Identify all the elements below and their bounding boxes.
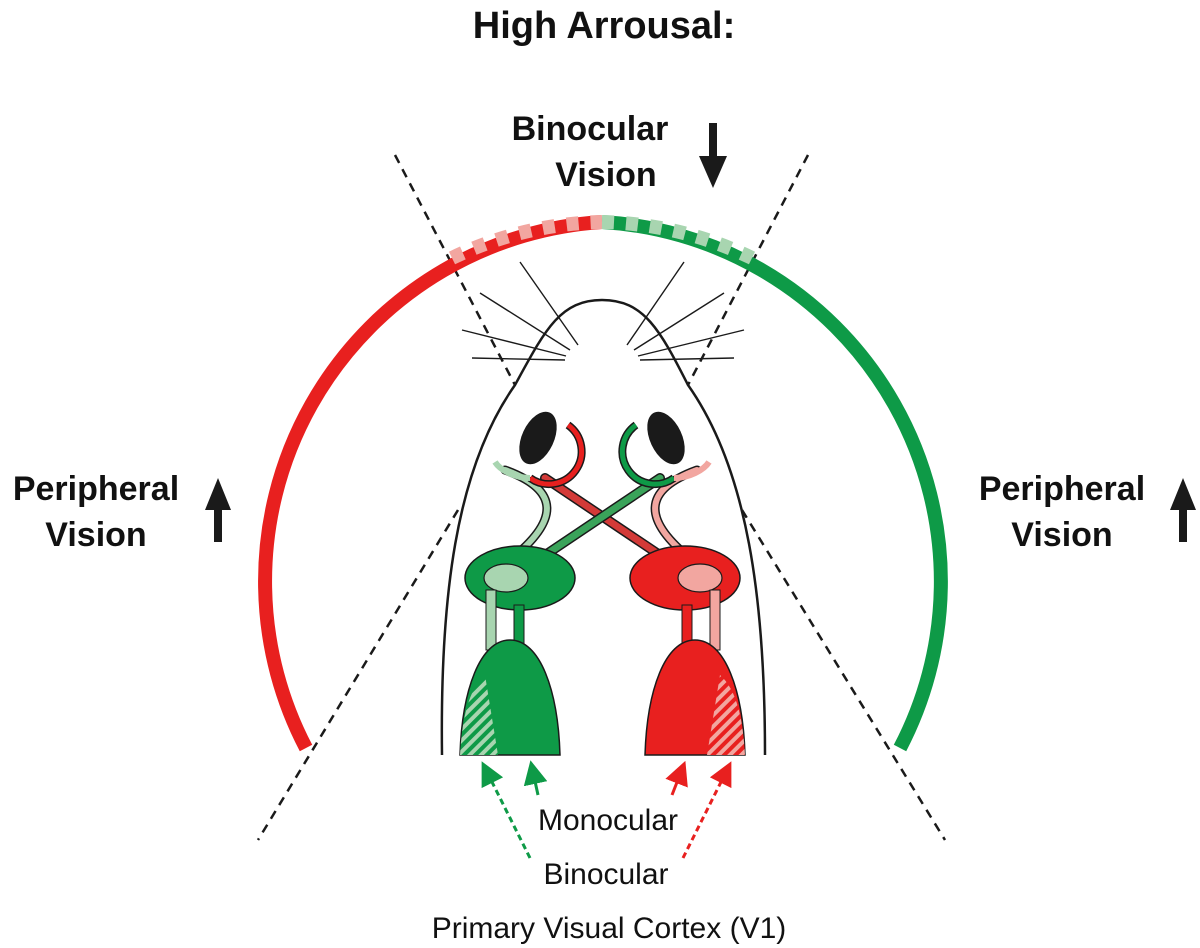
left-lgn-binocular-zone — [483, 563, 529, 593]
binocular-vision-label-line2: Vision — [555, 156, 656, 194]
diagram-title: High Arrousal: — [473, 5, 736, 47]
dashed-line-lower-right — [740, 509, 947, 841]
binocular-vision-label-line1: Binocular — [512, 110, 669, 148]
left-field-arc — [258, 215, 603, 752]
dashed-line-lower-left — [256, 509, 460, 841]
left-binocular-stripes — [448, 215, 603, 265]
peripheral-left-label-line2: Vision — [45, 516, 146, 554]
binocular-label: Binocular — [543, 858, 668, 891]
peripheral-right-label-line2: Vision — [1011, 516, 1112, 554]
binocular-arrow-red — [681, 761, 732, 859]
legend-arrows — [481, 760, 732, 859]
field-dashed-lines — [256, 154, 947, 841]
peripheral-left-label-line1: Peripheral — [13, 470, 179, 508]
peripheral-left-up-arrow — [205, 478, 231, 542]
right-hemisphere — [629, 545, 746, 756]
right-v1-binocular-zone — [707, 675, 745, 755]
monocular-label: Monocular — [538, 804, 678, 837]
binocular-down-arrow — [699, 123, 727, 188]
visual-field-arc — [258, 215, 948, 752]
v1-caption: Primary Visual Cortex (V1) — [432, 912, 787, 945]
right-eye — [618, 411, 712, 489]
right-lgn-binocular-zone — [677, 563, 723, 593]
whiskers — [461, 261, 745, 361]
left-hemisphere — [459, 545, 576, 756]
head-outline — [440, 298, 767, 756]
left-eye — [492, 411, 586, 489]
right-binocular-stripes — [601, 215, 756, 265]
right-field-arc — [601, 215, 948, 752]
binocular-arrow-green — [481, 761, 532, 859]
monocular-arrow-red — [665, 760, 688, 796]
peripheral-right-label-line1: Peripheral — [979, 470, 1145, 508]
peripheral-right-up-arrow — [1170, 478, 1196, 542]
left-v1-binocular-zone — [460, 675, 498, 755]
black-arrows — [205, 123, 1196, 542]
monocular-arrow-green — [523, 760, 548, 796]
